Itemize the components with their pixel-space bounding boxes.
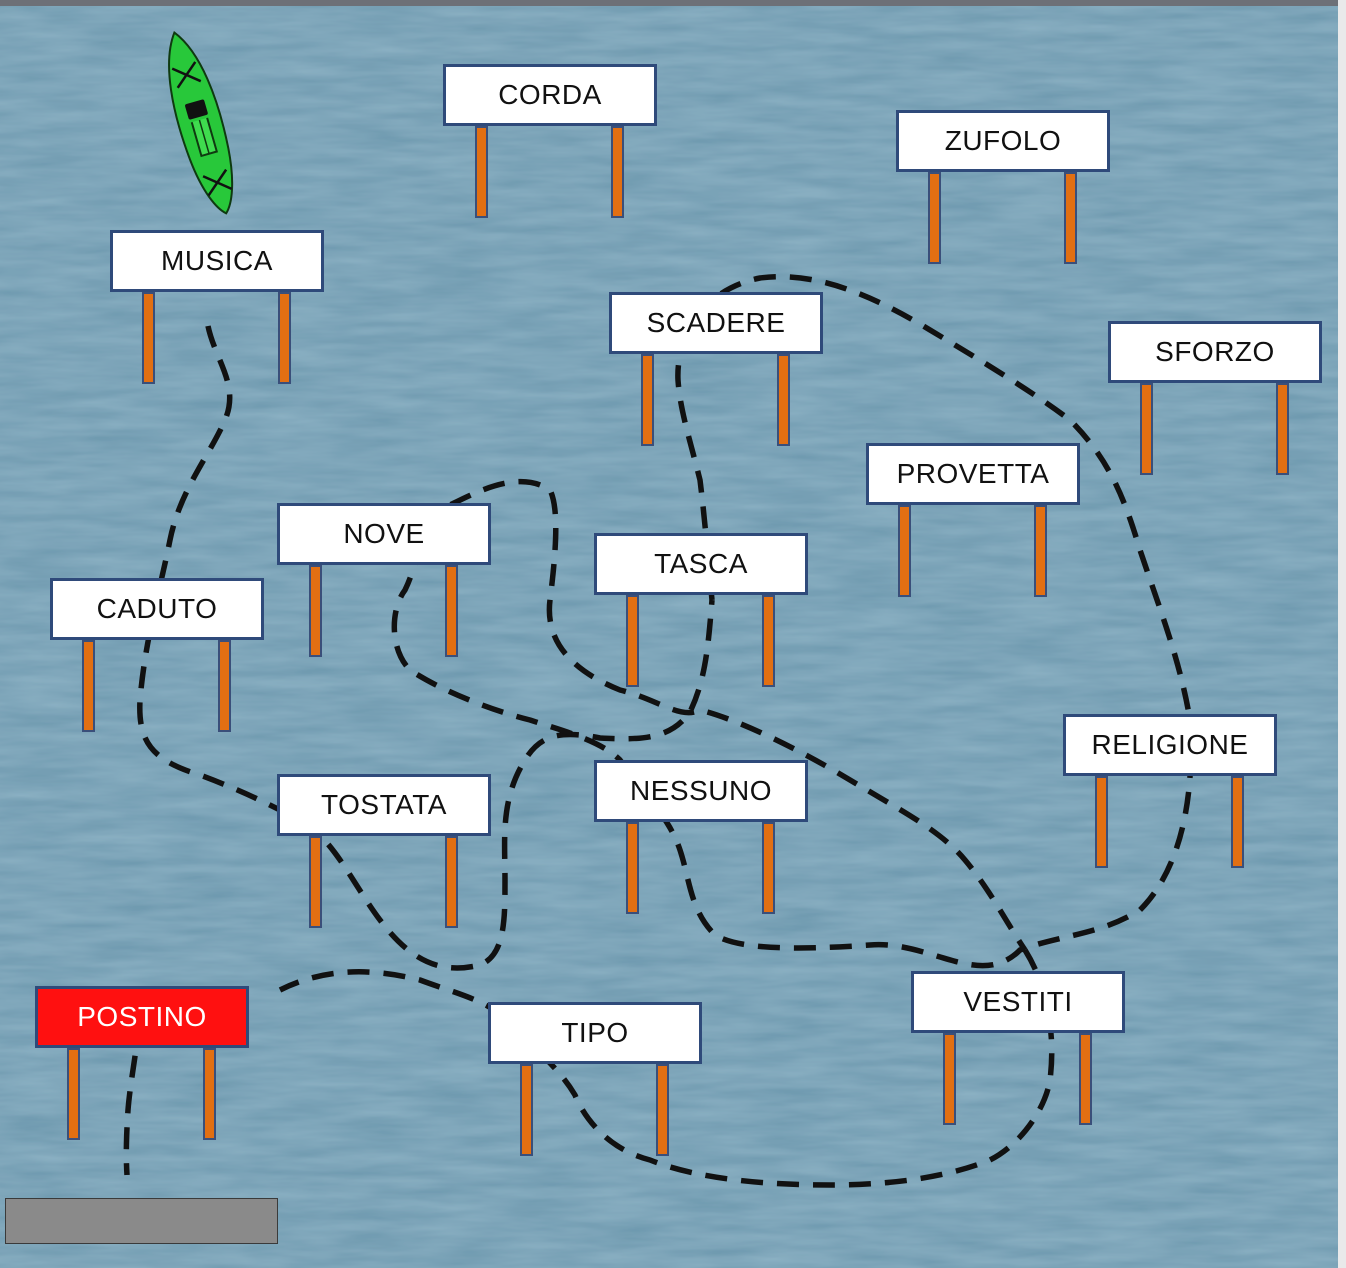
sign-zufolo[interactable]: ZUFOLO — [896, 110, 1110, 264]
sign-nessuno[interactable]: NESSUNO — [594, 760, 808, 914]
top-frame-bar — [0, 0, 1346, 6]
sign-musica[interactable]: MUSICA — [110, 230, 324, 384]
sign-board[interactable]: TIPO — [488, 1002, 702, 1064]
sign-nove[interactable]: NOVE — [277, 503, 491, 657]
sign-post — [475, 126, 488, 218]
sign-post — [641, 354, 654, 446]
sign-post — [309, 565, 322, 657]
sign-tipo[interactable]: TIPO — [488, 1002, 702, 1156]
sign-board[interactable]: CORDA — [443, 64, 657, 126]
sign-board-start[interactable]: POSTINO — [35, 986, 249, 1048]
sign-post — [928, 172, 941, 264]
sign-caduto[interactable]: CADUTO — [50, 578, 264, 732]
sign-post — [1140, 383, 1153, 475]
sign-scadere[interactable]: SCADERE — [609, 292, 823, 446]
kayak-icon[interactable] — [150, 25, 250, 220]
sign-post — [445, 836, 458, 928]
sign-post — [898, 505, 911, 597]
sign-board[interactable]: MUSICA — [110, 230, 324, 292]
sign-post — [82, 640, 95, 732]
sign-tostata[interactable]: TOSTATA — [277, 774, 491, 928]
route-path — [123, 1019, 143, 1176]
sign-board[interactable]: TASCA — [594, 533, 808, 595]
sign-vestiti[interactable]: VESTITI — [911, 971, 1125, 1125]
sign-board[interactable]: NOVE — [277, 503, 491, 565]
route-path — [137, 325, 715, 971]
sign-post — [656, 1064, 669, 1156]
sign-post — [626, 595, 639, 687]
sign-postino[interactable]: POSTINO — [35, 986, 249, 1140]
sign-board[interactable]: SCADERE — [609, 292, 823, 354]
route-path — [675, 274, 1193, 721]
sign-post — [943, 1033, 956, 1125]
sign-post — [762, 595, 775, 687]
sign-post — [1276, 383, 1289, 475]
sign-board[interactable]: NESSUNO — [594, 760, 808, 822]
sign-board[interactable]: TOSTATA — [277, 774, 491, 836]
sign-board[interactable]: PROVETTA — [866, 443, 1080, 505]
sign-post — [762, 822, 775, 914]
sign-board[interactable]: RELIGIONE — [1063, 714, 1277, 776]
sign-post — [1079, 1033, 1092, 1125]
sign-board[interactable]: SFORZO — [1108, 321, 1322, 383]
sign-post — [520, 1064, 533, 1156]
sign-post — [278, 292, 291, 384]
sign-sforzo[interactable]: SFORZO — [1108, 321, 1322, 475]
sign-post — [203, 1048, 216, 1140]
sign-post — [218, 640, 231, 732]
sign-post — [1064, 172, 1077, 264]
sign-religione[interactable]: RELIGIONE — [1063, 714, 1277, 868]
sign-post — [309, 836, 322, 928]
sign-post — [611, 126, 624, 218]
sign-corda[interactable]: CORDA — [443, 64, 657, 218]
sign-post — [445, 565, 458, 657]
sign-post — [1231, 776, 1244, 868]
right-frame-bar — [1338, 0, 1346, 1268]
dock — [5, 1198, 278, 1244]
sign-post — [1095, 776, 1108, 868]
sign-provetta[interactable]: PROVETTA — [866, 443, 1080, 597]
route-path — [391, 478, 1194, 969]
sign-board[interactable]: VESTITI — [911, 971, 1125, 1033]
sign-post — [626, 822, 639, 914]
sign-board[interactable]: CADUTO — [50, 578, 264, 640]
sign-post — [142, 292, 155, 384]
sign-post — [1034, 505, 1047, 597]
sign-post — [67, 1048, 80, 1140]
sign-post — [777, 354, 790, 446]
sign-board[interactable]: ZUFOLO — [896, 110, 1110, 172]
sign-tasca[interactable]: TASCA — [594, 533, 808, 687]
